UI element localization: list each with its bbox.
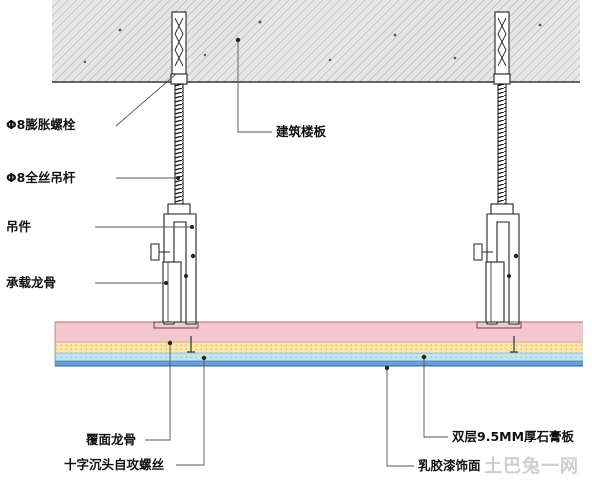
label-floor-slab: 建筑楼板 — [276, 124, 327, 139]
hanger-assembly-left — [150, 11, 199, 329]
label-latex-paint: 乳胶漆饰面 — [418, 458, 481, 473]
board-layers — [54, 321, 583, 367]
leader-lines — [95, 40, 448, 467]
hanger-assembly-right — [473, 11, 522, 329]
label-screw: 十字沉头自攻螺丝 — [64, 457, 165, 472]
label-threaded-rod: Φ8全丝吊杆 — [6, 170, 76, 185]
label-gypsum-board: 双层9.5MM厚石膏板 — [452, 429, 575, 444]
label-cover-keel: 覆面龙骨 — [86, 432, 137, 447]
floor-slab — [52, 0, 580, 83]
label-expansion-bolt: Φ8膨胀螺栓 — [6, 117, 76, 132]
label-hanger: 吊件 — [6, 219, 32, 234]
screws — [187, 336, 518, 353]
label-main-keel: 承载龙骨 — [6, 275, 57, 290]
watermark-logo: 土巴兔一网 — [484, 456, 579, 477]
leader-dots — [164, 37, 427, 371]
